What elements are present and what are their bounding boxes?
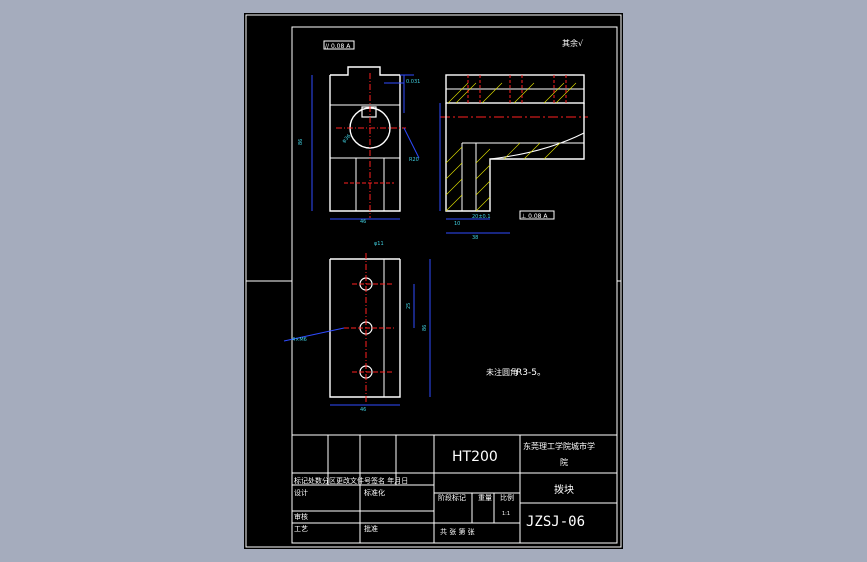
drawing-canvas[interactable]: // 0.08 A (244, 13, 623, 549)
parallel-tolerance-frame: // 0.08 A (323, 40, 355, 50)
svg-text:46: 46 (360, 219, 366, 225)
svg-text:R3-5。: R3-5。 (516, 368, 546, 378)
svg-text:38: 38 (472, 235, 478, 241)
svg-text:共 张 第 张: 共 张 第 张 (440, 527, 475, 536)
material-text: HT200 (452, 449, 498, 465)
svg-text:86: 86 (298, 139, 304, 145)
svg-text:批准: 批准 (364, 524, 378, 533)
svg-text:标准化: 标准化 (364, 488, 385, 497)
svg-text:设计: 设计 (294, 488, 308, 497)
svg-text:0.031: 0.031 (406, 79, 420, 85)
svg-text:未注圆角: 未注圆角 (486, 367, 518, 377)
school-text: 东莞理工学院城市学 (523, 441, 595, 451)
tolerance-text: // 0.08 A (325, 43, 351, 50)
svg-text:R20: R20 (409, 157, 419, 163)
title-block (291, 434, 618, 544)
svg-text:院: 院 (560, 457, 568, 467)
svg-text:1:1: 1:1 (502, 511, 510, 517)
top-view[interactable]: 46 25 86 φ11 4×M6 (283, 241, 431, 413)
svg-text:工艺: 工艺 (294, 525, 308, 533)
svg-text:φ36: φ36 (341, 133, 352, 144)
svg-text:4×M6: 4×M6 (292, 337, 307, 343)
drawing-sheet: // 0.08 A (244, 13, 623, 549)
svg-text:阶段标记: 阶段标记 (438, 493, 466, 502)
fillet-note: 未注圆角 R3-5。 (486, 367, 546, 378)
svg-text:φ11: φ11 (374, 241, 384, 247)
front-view[interactable]: 86 46 0.031 R20 φ36 (298, 66, 420, 225)
drawing-number: JZSJ-06 (526, 514, 585, 530)
keyway (361, 106, 377, 118)
section-view[interactable]: 10 20±0.1 38 (439, 74, 588, 241)
inner-frame (291, 26, 618, 544)
surface-finish-note: 其余√ (562, 38, 584, 48)
svg-text:46: 46 (360, 407, 366, 413)
svg-text:审核: 审核 (294, 512, 308, 521)
svg-text:重量: 重量 (478, 494, 492, 502)
svg-text:25: 25 (406, 303, 412, 309)
svg-text:20±0.1: 20±0.1 (472, 214, 491, 220)
svg-text:86: 86 (422, 325, 428, 331)
perpendicular-tolerance-frame: ⊥ 0.08 A (519, 210, 555, 220)
svg-text:⊥ 0.08 A: ⊥ 0.08 A (521, 213, 548, 220)
part-name: 拨块 (554, 483, 574, 496)
svg-text:10: 10 (454, 221, 460, 227)
svg-text:比例: 比例 (500, 493, 514, 502)
svg-text:标记处数分区更改文件号签名 年月日: 标记处数分区更改文件号签名 年月日 (294, 476, 408, 485)
